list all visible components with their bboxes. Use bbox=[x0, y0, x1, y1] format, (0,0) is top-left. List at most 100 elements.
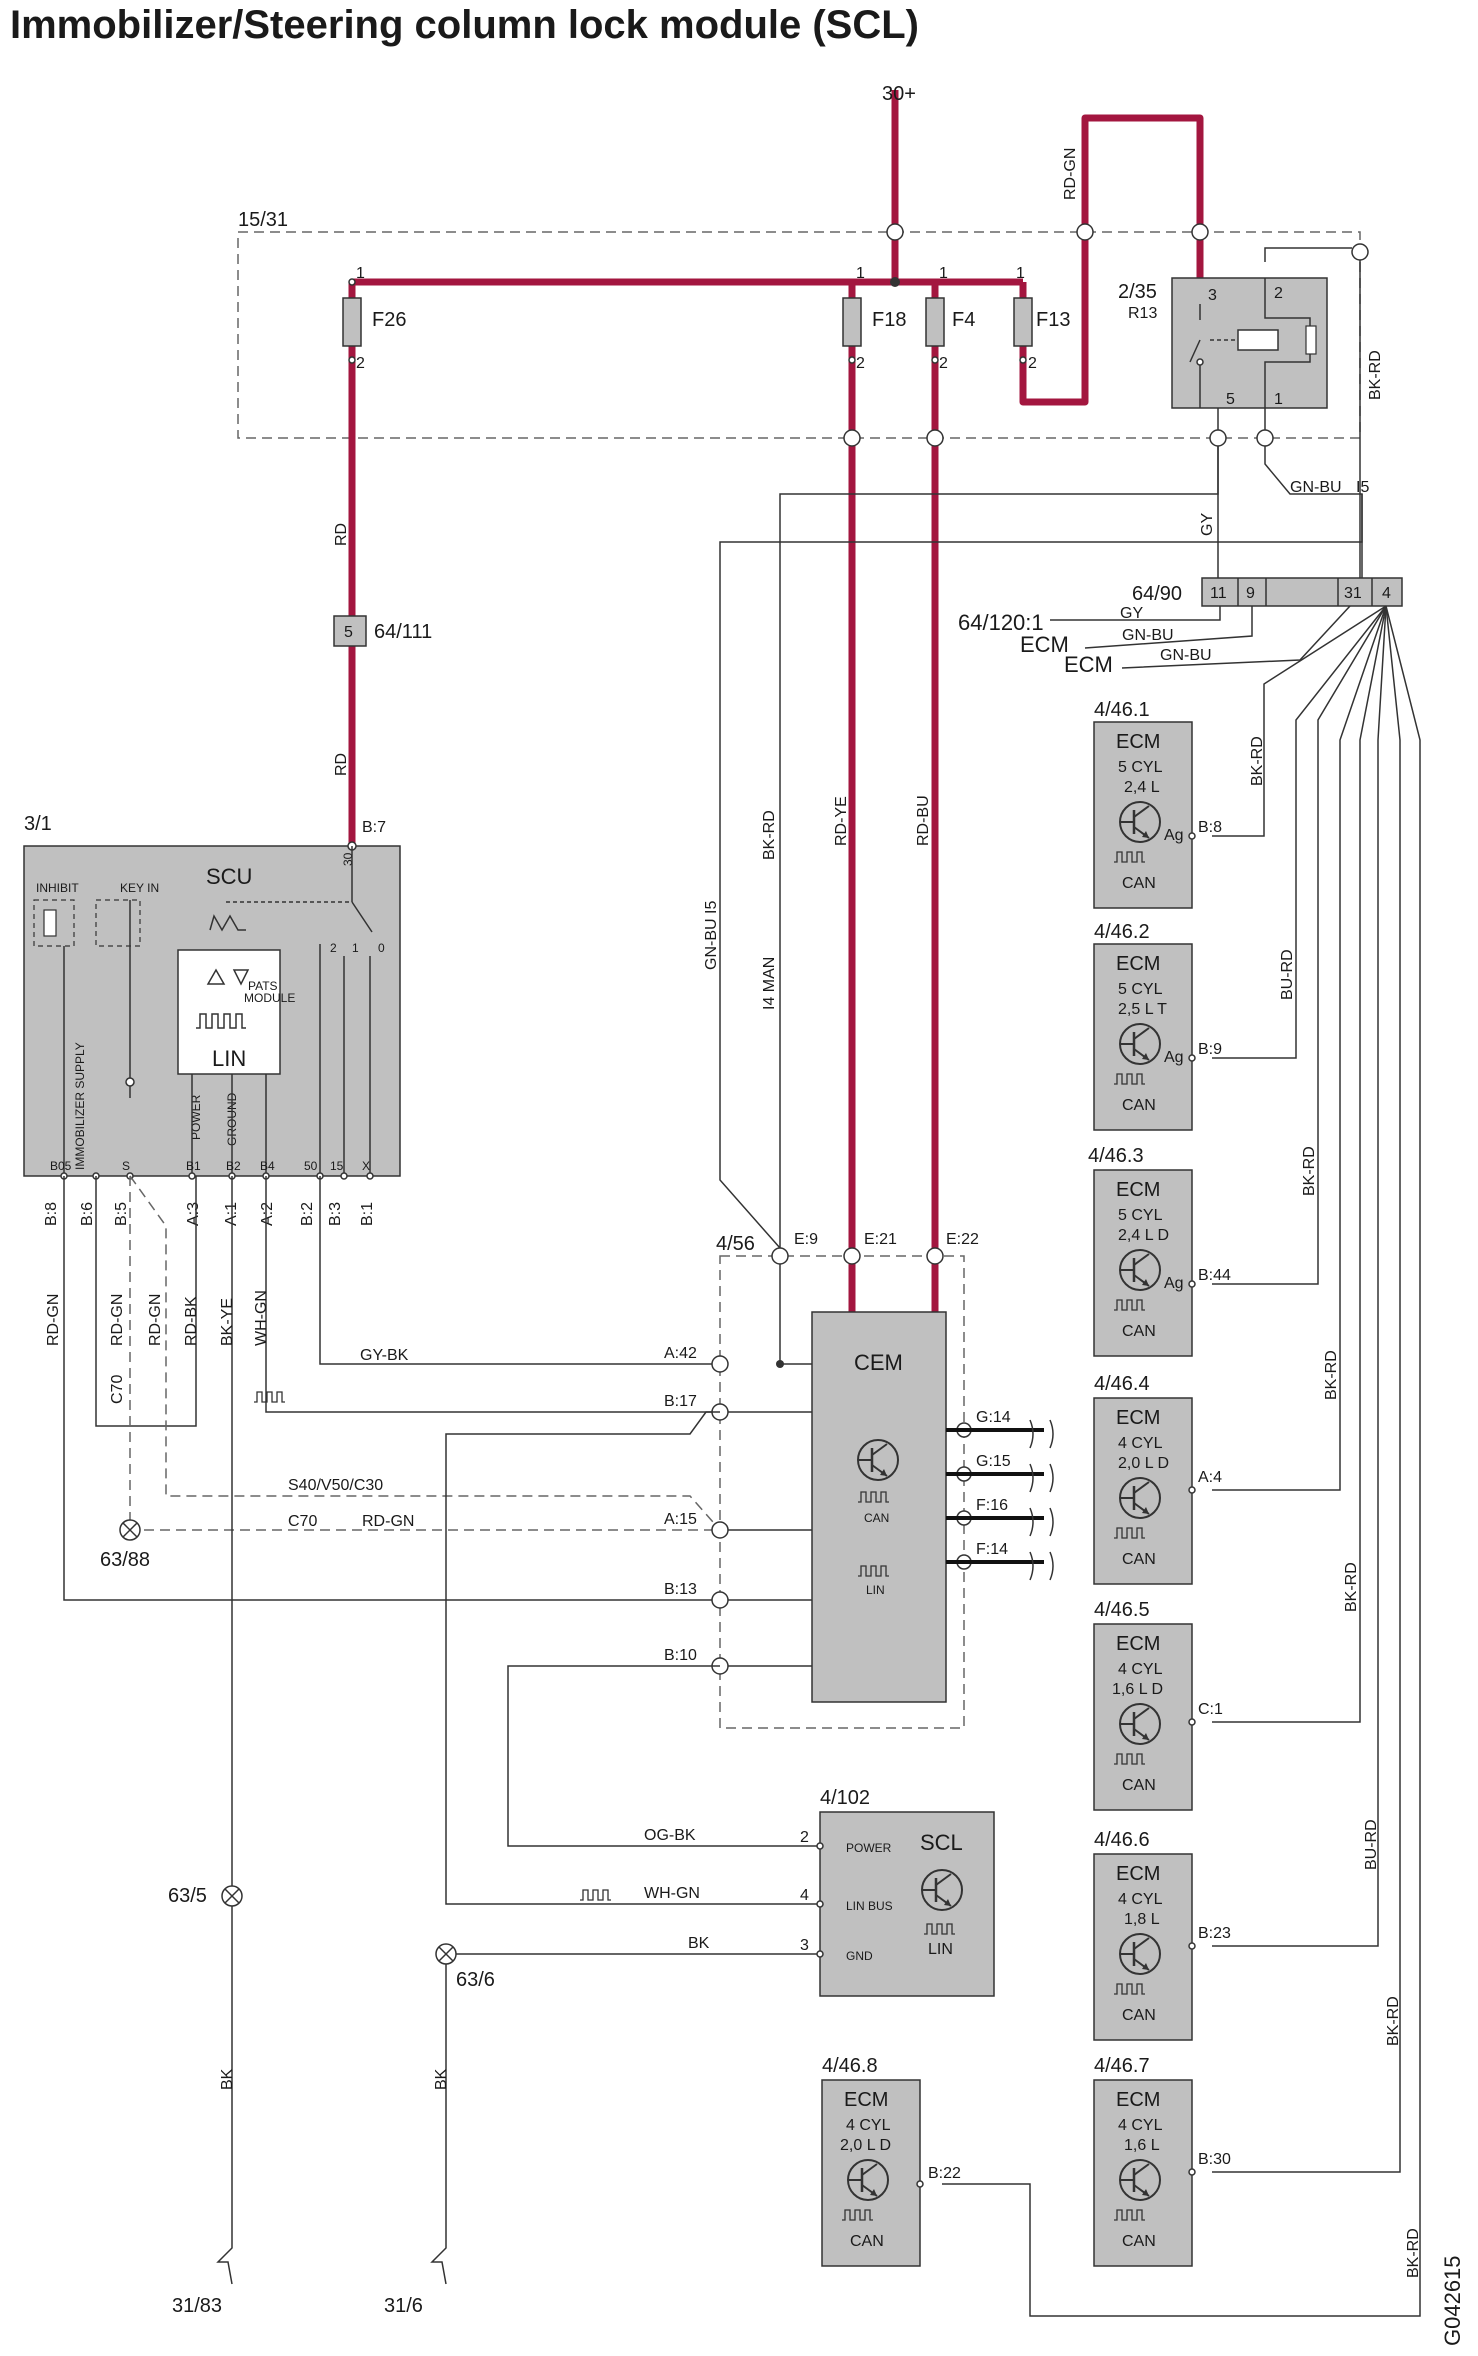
svg-text:CAN: CAN bbox=[1122, 1777, 1156, 1794]
ground-63-88-label: 63/88 bbox=[100, 1549, 150, 1571]
svg-text:2/35: 2/35 bbox=[1118, 281, 1157, 303]
svg-text:5: 5 bbox=[344, 624, 353, 641]
wire-label-ecm1: BK-RD bbox=[1249, 736, 1266, 786]
svg-text:Ag: Ag bbox=[1164, 1275, 1184, 1292]
svg-text:X: X bbox=[362, 1159, 370, 1173]
svg-text:2: 2 bbox=[356, 355, 365, 372]
svg-text:ECM: ECM bbox=[1116, 953, 1160, 975]
svg-text:30: 30 bbox=[341, 852, 355, 866]
ecm-4-46-4: 4/46.4 ECM 4 CYL 2,0 L D CAN A:4 bbox=[1093, 1373, 1222, 1585]
node-rd-gn bbox=[1076, 223, 1094, 241]
svg-text:4: 4 bbox=[1382, 585, 1391, 602]
wire-label-ecm3: BK-RD bbox=[1301, 1146, 1318, 1196]
cem-module: CEM CAN LIN bbox=[811, 1311, 947, 1703]
svg-text:9: 9 bbox=[1246, 585, 1255, 602]
svg-text:Ag: Ag bbox=[1164, 1049, 1184, 1066]
svg-text:Ag: Ag bbox=[1164, 827, 1184, 844]
ground-63-6-label: 63/6 bbox=[456, 1969, 495, 1991]
svg-text:B:5: B:5 bbox=[113, 1202, 130, 1226]
lin-signal-icon bbox=[253, 1391, 286, 1403]
svg-text:B:22: B:22 bbox=[928, 2165, 961, 2182]
svg-text:2: 2 bbox=[1274, 285, 1283, 302]
wire-bk-31-83 bbox=[216, 1906, 233, 2285]
wire-label-rd-bk: RD-BK bbox=[183, 1296, 200, 1346]
svg-text:ECM: ECM bbox=[1116, 1633, 1160, 1655]
wire-label-og-bk: OG-BK bbox=[644, 1827, 696, 1844]
svg-text:B:13: B:13 bbox=[664, 1581, 697, 1598]
svg-text:15: 15 bbox=[330, 1159, 344, 1173]
ecm-4-46-2: 4/46.2 ECM 5 CYL 2,5 L T Ag CAN B:9 bbox=[1093, 921, 1222, 1131]
wire-label-gn-bu-out2: GN-BU bbox=[1160, 647, 1212, 664]
wire-lin-bus bbox=[445, 1411, 820, 1905]
svg-text:2: 2 bbox=[330, 941, 337, 955]
wire-label-rd-ye: RD-YE bbox=[833, 796, 850, 846]
ecm-4-46-7: 4/46.7 ECM 4 CYL 1,6 L CAN B:30 bbox=[1093, 2055, 1231, 2267]
svg-text:4/46.4: 4/46.4 bbox=[1094, 1373, 1150, 1395]
svg-text:B:6: B:6 bbox=[79, 1202, 96, 1226]
svg-text:1: 1 bbox=[352, 941, 359, 955]
svg-text:3/1: 3/1 bbox=[24, 813, 52, 835]
relay-r13: 2/35 R13 3 2 5 1 bbox=[1118, 277, 1328, 409]
svg-text:B:17: B:17 bbox=[664, 1393, 697, 1410]
wire-label-wh-gn: WH-GN bbox=[253, 1290, 270, 1346]
svg-text:PATS: PATS bbox=[248, 979, 278, 993]
wire-s40-dashed bbox=[129, 1175, 721, 1531]
wire-label-rd-gn: RD-GN bbox=[1062, 148, 1079, 200]
fuse-f4: 1 2 F4 bbox=[925, 265, 975, 372]
svg-text:4/46.1: 4/46.1 bbox=[1094, 699, 1150, 721]
svg-text:B:3: B:3 bbox=[327, 1202, 344, 1226]
wire-label-c70: C70 bbox=[288, 1513, 317, 1530]
wire-gn-bu-out1 bbox=[1084, 606, 1253, 649]
svg-text:1,8 L: 1,8 L bbox=[1124, 1911, 1160, 1928]
svg-text:A:2: A:2 bbox=[259, 1202, 276, 1226]
svg-text:B2: B2 bbox=[226, 1159, 241, 1173]
svg-text:1,6 L D: 1,6 L D bbox=[1112, 1681, 1163, 1698]
svg-text:C:1: C:1 bbox=[1198, 1701, 1223, 1718]
cem-pin-e9-label: E:9 bbox=[794, 1231, 818, 1248]
svg-text:F:16: F:16 bbox=[976, 1497, 1008, 1514]
junction-a42 bbox=[776, 1360, 784, 1368]
wire-label-c70-rd-gn: RD-GN bbox=[362, 1513, 414, 1530]
wire-label-gn-bu-i5: GN-BU I5 bbox=[703, 901, 720, 970]
diagram-title: Immobilizer/Steering column lock module … bbox=[10, 3, 919, 47]
svg-text:ECM: ECM bbox=[1116, 2089, 1160, 2111]
svg-text:1,6 L: 1,6 L bbox=[1124, 2137, 1160, 2154]
ground-63-5-label: 63/5 bbox=[168, 1885, 207, 1907]
wire-label-rd-2: RD bbox=[333, 753, 350, 776]
cem-pin-e9 bbox=[771, 1247, 789, 1265]
svg-text:3: 3 bbox=[800, 1937, 809, 1954]
svg-text:B05: B05 bbox=[50, 1159, 72, 1173]
ground-63-6-icon bbox=[435, 1943, 457, 1965]
wire-label-bk-rd-main: BK-RD bbox=[1367, 350, 1384, 400]
node-relay-5 bbox=[1209, 429, 1227, 447]
svg-text:KEY IN: KEY IN bbox=[120, 881, 159, 895]
svg-text:CAN: CAN bbox=[1122, 875, 1156, 892]
wire-label-bk-rd-i4: BK-RD bbox=[761, 810, 778, 860]
wire-label-gy: GY bbox=[1199, 513, 1216, 536]
wire-loop-c70 bbox=[95, 1176, 197, 1427]
wire-label-loop2: RD-GN bbox=[147, 1294, 164, 1346]
scu-pins: B:8 B:6 B:5 A:3 A:1 A:2 B:2 B:3 B:1 bbox=[43, 1172, 376, 1226]
svg-text:SCL: SCL bbox=[920, 1830, 963, 1855]
svg-text:2: 2 bbox=[856, 355, 865, 372]
scl-module: 4/102 SCL LIN 2 POWER 4 LIN BUS 3 GND bbox=[800, 1787, 995, 1997]
svg-text:1: 1 bbox=[356, 265, 365, 282]
wire-label-b8: RD-GN bbox=[45, 1294, 62, 1346]
svg-text:4/46.3: 4/46.3 bbox=[1088, 1145, 1144, 1167]
svg-text:1: 1 bbox=[939, 265, 948, 282]
svg-text:3: 3 bbox=[1208, 287, 1217, 304]
ecm-ref-2: ECM bbox=[1064, 652, 1113, 677]
wire-gy-out bbox=[1050, 606, 1221, 621]
svg-text:G:15: G:15 bbox=[976, 1453, 1011, 1470]
wire-label-ecm4: BK-RD bbox=[1323, 1350, 1340, 1400]
svg-text:4/46.2: 4/46.2 bbox=[1094, 921, 1150, 943]
svg-text:5: 5 bbox=[1226, 391, 1235, 408]
wire-gn-bu-i5 bbox=[1264, 446, 1363, 578]
wire-label-c70-vert: C70 bbox=[109, 1375, 126, 1404]
svg-text:F26: F26 bbox=[372, 309, 406, 331]
svg-text:A:3: A:3 bbox=[185, 1202, 202, 1226]
svg-text:LIN: LIN bbox=[866, 1583, 885, 1597]
svg-text:B:1: B:1 bbox=[359, 1202, 376, 1226]
svg-text:4/102: 4/102 bbox=[820, 1787, 870, 1809]
svg-text:64/90: 64/90 bbox=[1132, 583, 1182, 605]
